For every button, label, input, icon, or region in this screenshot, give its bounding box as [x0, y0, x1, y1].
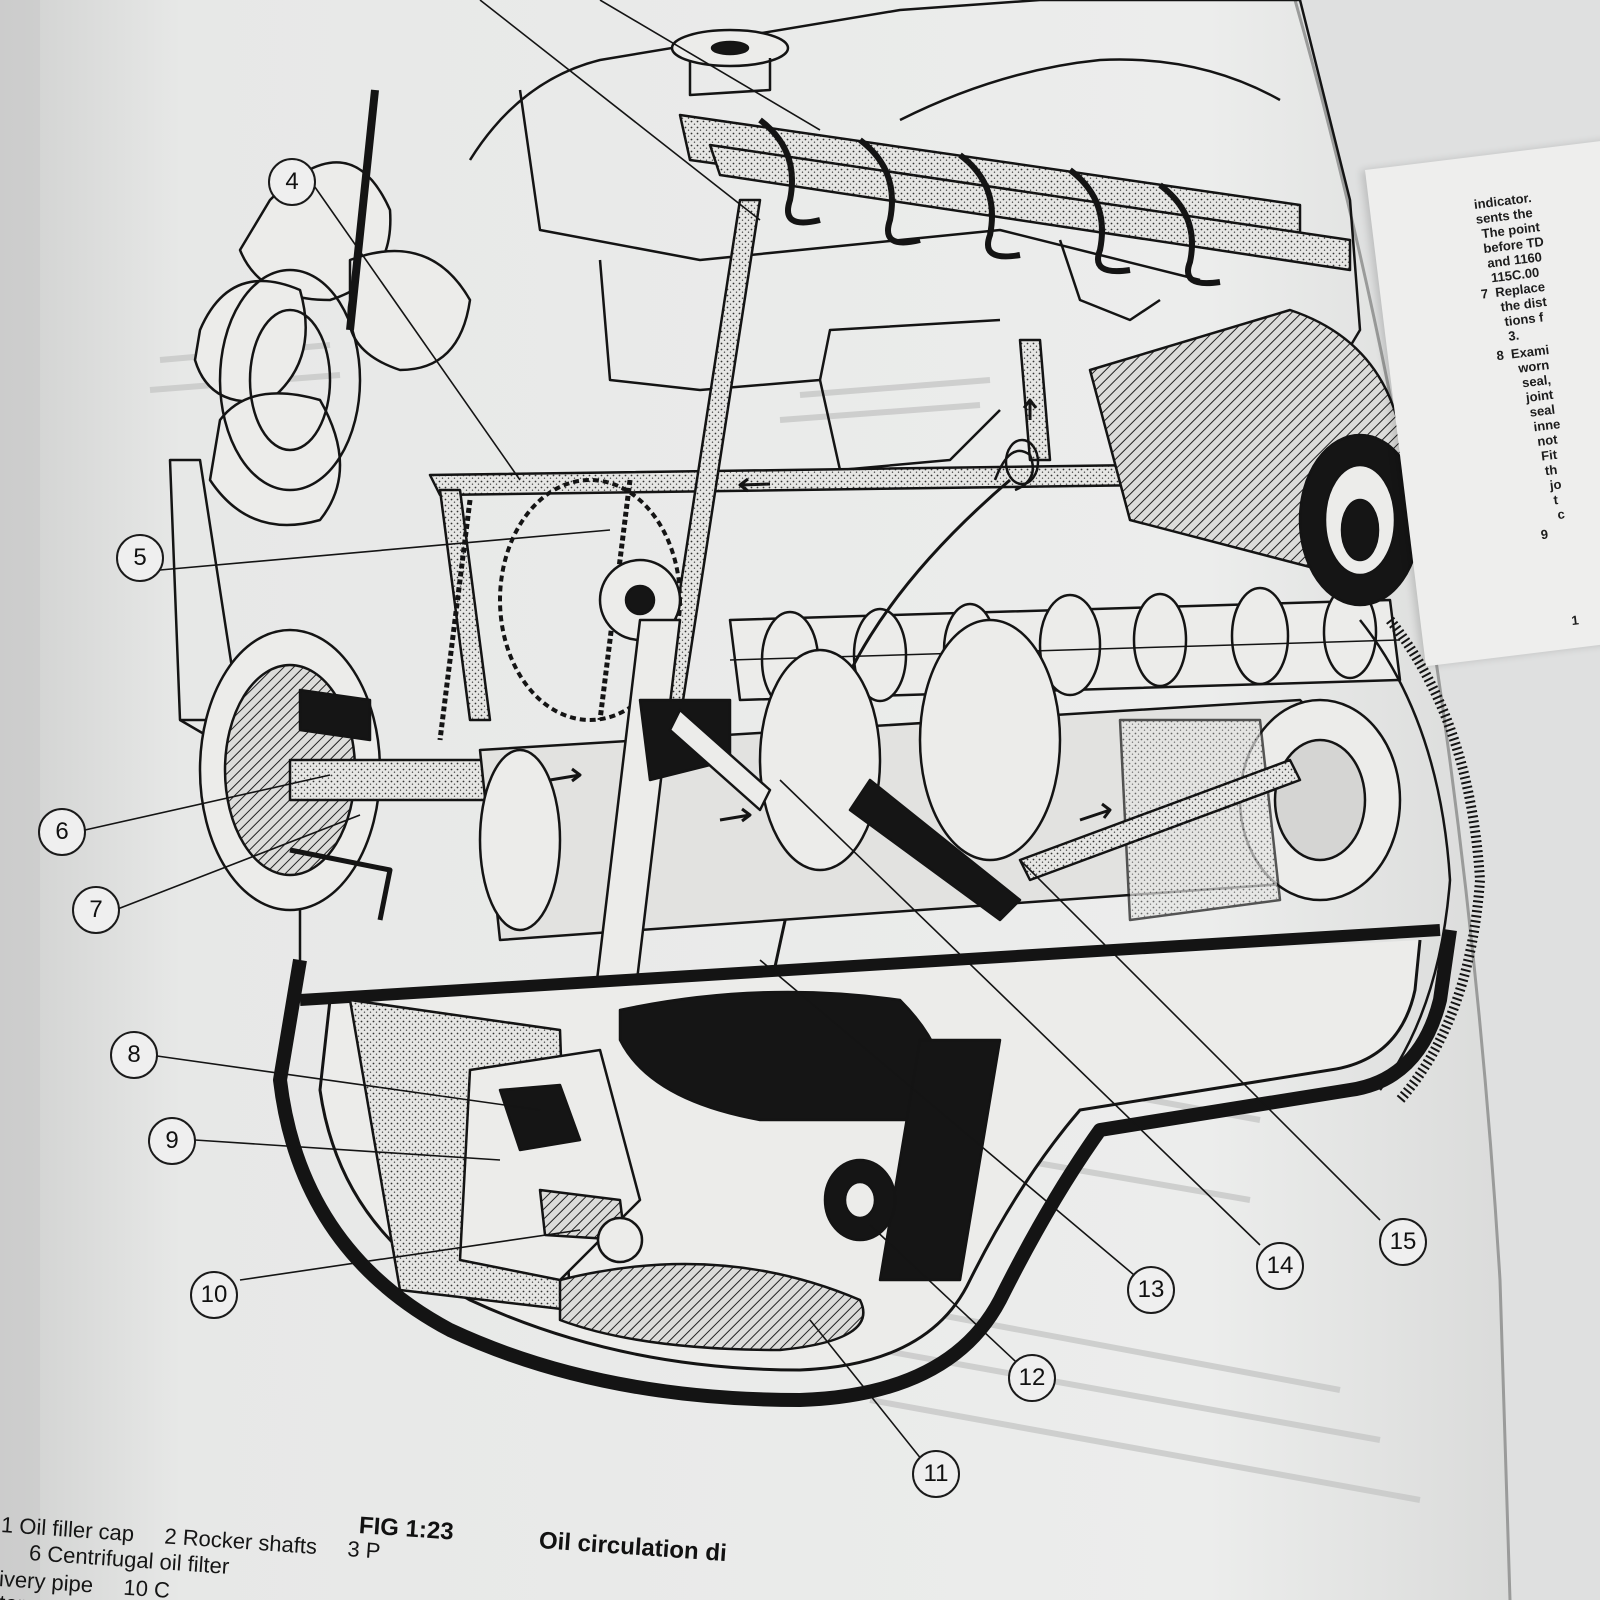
callout-8: 8 [110, 1031, 158, 1079]
oil-filter-cartridge [1088, 308, 1422, 607]
oil-pump [458, 1048, 644, 1282]
callout-6: 6 [38, 808, 86, 856]
callout-10: 10 [190, 1271, 238, 1319]
facing-line: 9 [1539, 526, 1549, 543]
callout-5: 5 [116, 534, 164, 582]
leader-lines [84, 0, 1381, 1471]
centrifugal-filter [198, 628, 492, 921]
callout-4: 4 [268, 158, 316, 206]
facing-line: 1 [1570, 612, 1580, 629]
callout-11: 11 [912, 1450, 960, 1498]
callout-7: 7 [72, 886, 120, 934]
facing-line: t [1552, 491, 1559, 508]
crankshaft [478, 618, 1402, 942]
facing-line: jo [1548, 476, 1563, 493]
flow-arrows [549, 398, 1112, 823]
facing-line: th [1544, 461, 1559, 479]
callout-9: 9 [148, 1117, 196, 1165]
facing-line: inne [1532, 416, 1562, 435]
rocker-arms [758, 117, 1221, 286]
facing-line: 3. [1507, 327, 1521, 344]
callout-15: 15 [1379, 1218, 1427, 1266]
callout-13: 13 [1127, 1266, 1175, 1314]
facing-line: c [1556, 506, 1566, 523]
camshaft [728, 584, 1402, 710]
callout-14: 14 [1256, 1242, 1304, 1290]
engine-illustration [84, 0, 1485, 1471]
facing-line: tions f [1503, 309, 1545, 330]
caption-line-4: tor [0, 1590, 26, 1600]
callout-12: 12 [1008, 1354, 1056, 1402]
fan [193, 89, 472, 527]
left-binding-shadow [0, 0, 40, 1600]
